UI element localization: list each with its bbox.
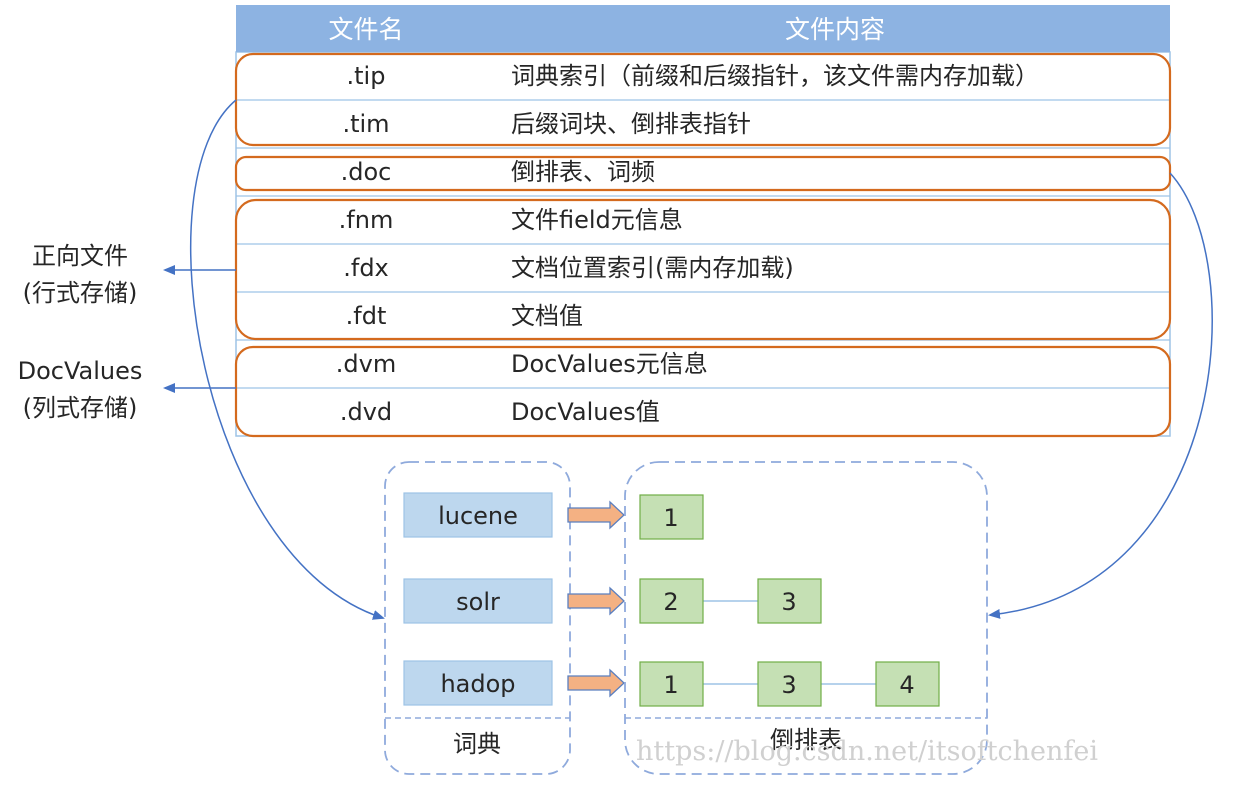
term-box-solr: solr <box>403 578 553 624</box>
posting-box <box>639 494 704 540</box>
table-row: .fdx 文档位置索引(需内存加载) <box>343 254 793 282</box>
posting-box <box>875 661 940 707</box>
group-outline-docvalues <box>234 345 1172 438</box>
row-ext: .tip <box>347 62 386 90</box>
posting-box <box>639 578 704 624</box>
posting-doc-id: 1 <box>663 671 678 699</box>
posting-box <box>757 578 822 624</box>
file-table: 文件名 文件内容 .tip 词典索引（前缀和后缀指针，该文件需内存加载） .ti… <box>234 5 1172 438</box>
docvalues-label-line1: DocValues <box>18 357 143 385</box>
row-desc: 倒排表、词频 <box>511 158 655 186</box>
docvalues-label: DocValues (列式存储) <box>18 357 236 422</box>
table-header <box>236 5 1170 52</box>
row-desc: DocValues元信息 <box>511 350 708 378</box>
row-ext: .doc <box>341 158 392 186</box>
table-row: .dvd DocValues值 <box>340 398 660 426</box>
posting-box <box>757 661 822 707</box>
term-box-hadop: hadop <box>403 660 553 706</box>
dictionary-title: 词典 <box>453 730 501 758</box>
forward-label-line1: 正向文件 <box>32 242 128 270</box>
row-ext: .dvd <box>340 398 392 426</box>
posting-doc-id: 3 <box>781 671 796 699</box>
inverted-list-outline <box>624 461 988 775</box>
row-desc: 词典索引（前缀和后缀指针，该文件需内存加载） <box>511 62 1039 90</box>
row-ext: .fnm <box>339 206 394 234</box>
row-desc: 文档值 <box>511 302 583 330</box>
table-row: .tip 词典索引（前缀和后缀指针，该文件需内存加载） <box>347 62 1039 90</box>
row-ext: .dvm <box>336 350 396 378</box>
posting-doc-id: 2 <box>663 588 678 616</box>
term-label: solr <box>456 588 500 616</box>
row-desc: 文档位置索引(需内存加载) <box>511 254 794 282</box>
doc-to-inverted-curve <box>988 172 1213 619</box>
posting-doc-id: 1 <box>663 504 678 532</box>
tim-to-dictionary-curve <box>190 99 385 620</box>
table-row: .doc 倒排表、词频 <box>341 158 655 186</box>
table-row: .dvm DocValues元信息 <box>336 350 708 378</box>
row-ext: .fdx <box>343 254 389 282</box>
forward-file-label: 正向文件 (行式存储) <box>23 242 236 307</box>
posting-doc-id: 4 <box>899 671 914 699</box>
table-row: .fdt 文档值 <box>346 302 583 330</box>
row-desc: DocValues值 <box>511 398 660 426</box>
fat-arrow-icon <box>567 500 625 530</box>
row-desc: 后缀词块、倒排表指针 <box>511 110 751 138</box>
fat-arrow-icon <box>567 668 625 698</box>
posting-list: 2 3 <box>639 578 822 624</box>
inverted-list-title: 倒排表 <box>770 726 842 754</box>
row-ext: .fdt <box>346 302 387 330</box>
row-desc: 文件field元信息 <box>511 206 683 234</box>
dictionary-panel: 词典 lucene solr hadop <box>384 461 571 775</box>
watermark: https://blog.csdn.net/itsoftchenfei <box>636 736 1098 767</box>
posting-list: 1 3 4 <box>639 661 940 707</box>
term-label: lucene <box>438 502 518 530</box>
fat-arrow-icon <box>567 586 625 616</box>
header-filecontent: 文件内容 <box>785 15 885 44</box>
posting-list: 1 <box>639 494 704 540</box>
table-row: .fnm 文件field元信息 <box>339 206 683 234</box>
posting-box <box>639 661 704 707</box>
docvalues-label-line2: (列式存储) <box>23 394 138 422</box>
row-ext: .tim <box>342 110 389 138</box>
term-box-lucene: lucene <box>403 492 553 538</box>
header-filename: 文件名 <box>328 15 403 44</box>
posting-doc-id: 3 <box>781 588 796 616</box>
term-to-postings-arrows <box>567 500 625 698</box>
group-outline-terms <box>234 52 1172 147</box>
forward-label-line2: (行式存储) <box>23 279 138 307</box>
dictionary-outline <box>384 461 571 775</box>
table-row: .tim 后缀词块、倒排表指针 <box>342 110 751 138</box>
term-label: hadop <box>440 670 515 698</box>
inverted-list-panel: 倒排表 1 2 3 1 3 4 <box>624 461 988 775</box>
